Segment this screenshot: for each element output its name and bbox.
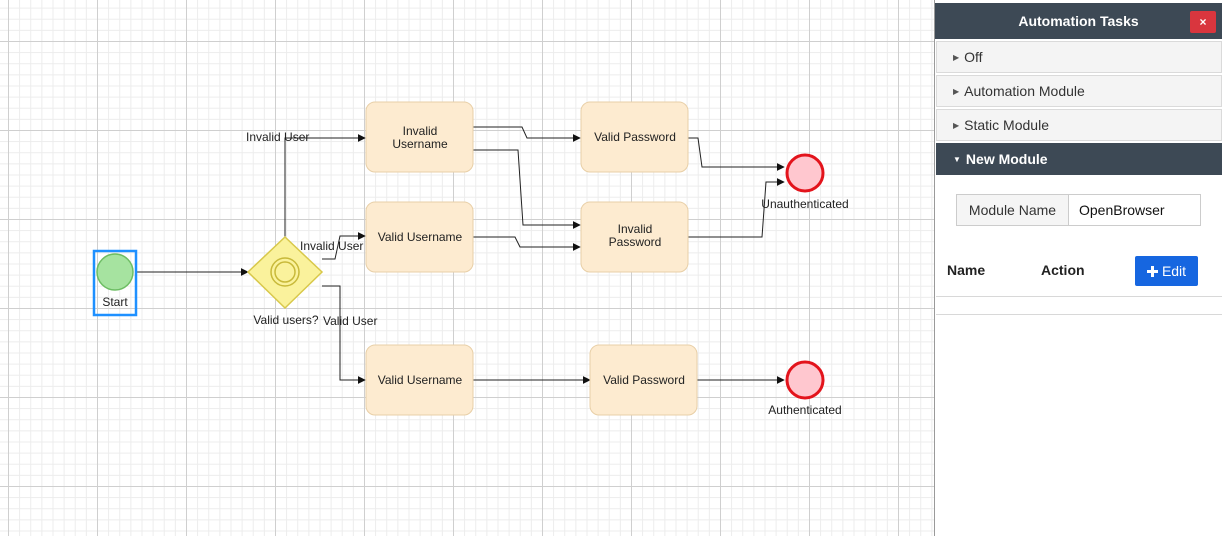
panel-title: Automation Tasks: [1018, 13, 1139, 29]
edge-valid-password-unauth: [688, 137, 785, 171]
accordion-item-label: Static Module: [964, 117, 1049, 133]
accordion-item-label: Automation Module: [964, 83, 1085, 99]
task-label: Valid Username: [378, 230, 463, 244]
task-invalid-username[interactable]: Invalid Username: [365, 101, 474, 173]
edge-invalid-password-unauth: [688, 178, 785, 238]
task-label-line: Invalid: [618, 222, 653, 236]
column-header-action: Action: [1041, 262, 1085, 278]
end-event-label: Unauthenticated: [761, 197, 848, 211]
bpmn-diagram[interactable]: Invalid User Invalid User Valid User Sta…: [0, 0, 934, 536]
module-name-group: Module Name: [956, 194, 1201, 226]
edge-label-invalid-user: Invalid User: [246, 130, 309, 144]
edge-gateway-valid-username-top: [322, 232, 366, 260]
caret-right-icon: ▶: [953, 120, 960, 130]
edge-valid-username-invalid-password: [473, 236, 581, 251]
end-event-unauthenticated[interactable]: [785, 153, 825, 193]
plus-icon: [1146, 265, 1158, 277]
divider: [936, 314, 1222, 315]
end-event-label: Authenticated: [768, 403, 841, 417]
selection-box: [92, 249, 138, 317]
edge-label-invalid-user: Invalid User: [300, 239, 363, 253]
task-valid-username-bottom[interactable]: Valid Username: [365, 344, 474, 416]
edit-button[interactable]: Edit: [1135, 256, 1198, 286]
automation-tasks-panel: Automation Tasks × ▶ Off ▶ Automation Mo…: [934, 0, 1223, 536]
edge-invalid-username-invalid-password: [473, 149, 581, 229]
task-label: Valid Password: [603, 373, 685, 387]
module-name-label: Module Name: [956, 194, 1068, 226]
new-module-body: Module Name Name Action Edit: [936, 176, 1222, 296]
diagram-canvas[interactable]: Invalid User Invalid User Valid User Sta…: [0, 0, 934, 536]
task-label-line: Invalid: [403, 124, 438, 138]
column-header-name: Name: [947, 262, 986, 278]
panel-header: Automation Tasks ×: [935, 3, 1222, 39]
accordion-item-off[interactable]: ▶ Off: [936, 41, 1222, 73]
caret-down-icon: ▼: [953, 154, 961, 164]
task-label-line: Password: [609, 235, 662, 249]
gateway-valid-users[interactable]: [246, 235, 324, 310]
edit-button-label: Edit: [1161, 263, 1187, 279]
accordion-item-label: New Module: [965, 151, 1048, 167]
edge-label-valid-user: Valid User: [323, 314, 377, 328]
task-invalid-password[interactable]: Invalid Password: [580, 201, 689, 273]
accordion-item-new-module[interactable]: ▼ New Module: [936, 143, 1222, 175]
task-label: Valid Password: [594, 130, 676, 144]
end-event-authenticated[interactable]: [785, 360, 825, 400]
edge-gateway-valid-username-bottom: [322, 285, 366, 384]
module-name-input[interactable]: [1068, 194, 1201, 226]
accordion-item-static-module[interactable]: ▶ Static Module: [936, 109, 1222, 141]
close-button[interactable]: ×: [1190, 11, 1216, 33]
task-label-line: Username: [392, 137, 448, 151]
close-icon: ×: [1199, 15, 1207, 29]
start-event[interactable]: [96, 253, 134, 291]
edge-invalid-username-valid-password: [473, 126, 581, 142]
start-label: Start: [102, 295, 128, 309]
task-valid-password-bottom[interactable]: Valid Password: [589, 344, 698, 416]
task-valid-password-top[interactable]: Valid Password: [580, 101, 689, 173]
caret-right-icon: ▶: [953, 52, 960, 62]
task-valid-username-top[interactable]: Valid Username: [365, 201, 474, 273]
caret-right-icon: ▶: [953, 86, 960, 96]
task-label: Valid Username: [378, 373, 463, 387]
edge-gateway-invalid-username: [284, 134, 366, 237]
gateway-label: Valid users?: [253, 313, 318, 327]
divider: [936, 296, 1222, 297]
accordion-item-automation-module[interactable]: ▶ Automation Module: [936, 75, 1222, 107]
accordion-item-label: Off: [964, 49, 983, 65]
